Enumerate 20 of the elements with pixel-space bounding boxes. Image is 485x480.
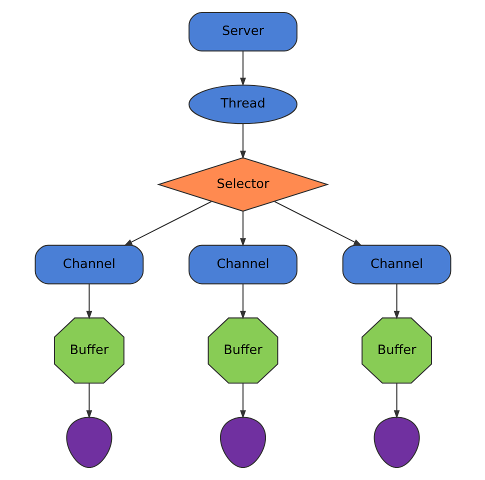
node-box: Channel [34, 244, 144, 284]
node-person [219, 416, 266, 468]
node-box: Server [188, 12, 297, 52]
node-person [66, 416, 112, 468]
arrow [393, 383, 400, 419]
arrow [240, 212, 246, 247]
node-person [373, 416, 420, 468]
node-box: Channel [188, 244, 297, 284]
arrow [393, 284, 400, 320]
arrow [240, 284, 246, 320]
arrow [86, 383, 92, 419]
node-diamond: Selector [156, 157, 329, 212]
node-box: Channel [342, 244, 451, 284]
arrow [240, 383, 246, 419]
arrow [240, 51, 246, 86]
arrow [123, 201, 212, 246]
arrow [240, 124, 246, 160]
node-ellipse: Thread [188, 84, 297, 124]
arrow [86, 284, 92, 320]
arrow [274, 201, 362, 246]
